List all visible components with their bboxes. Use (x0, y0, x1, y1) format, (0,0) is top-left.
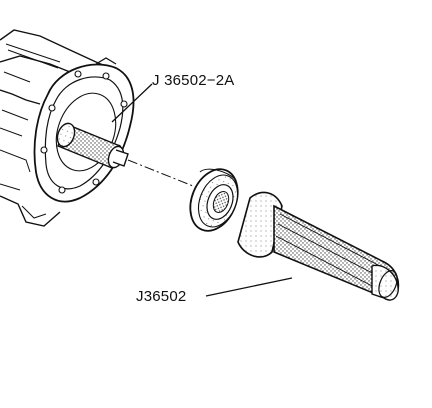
seal-ring (189, 168, 239, 232)
callout-label-upper-tool: J 36502−2A (152, 72, 235, 89)
callout-label-lower-tool: J36502 (136, 288, 187, 305)
leader-line-lower-tool (205, 277, 293, 297)
bell-housing-flange (33, 57, 135, 203)
leader-line-upper-tool (111, 83, 153, 123)
installed-tool-shaft (56, 122, 129, 169)
installer-tool-handle (237, 191, 400, 301)
